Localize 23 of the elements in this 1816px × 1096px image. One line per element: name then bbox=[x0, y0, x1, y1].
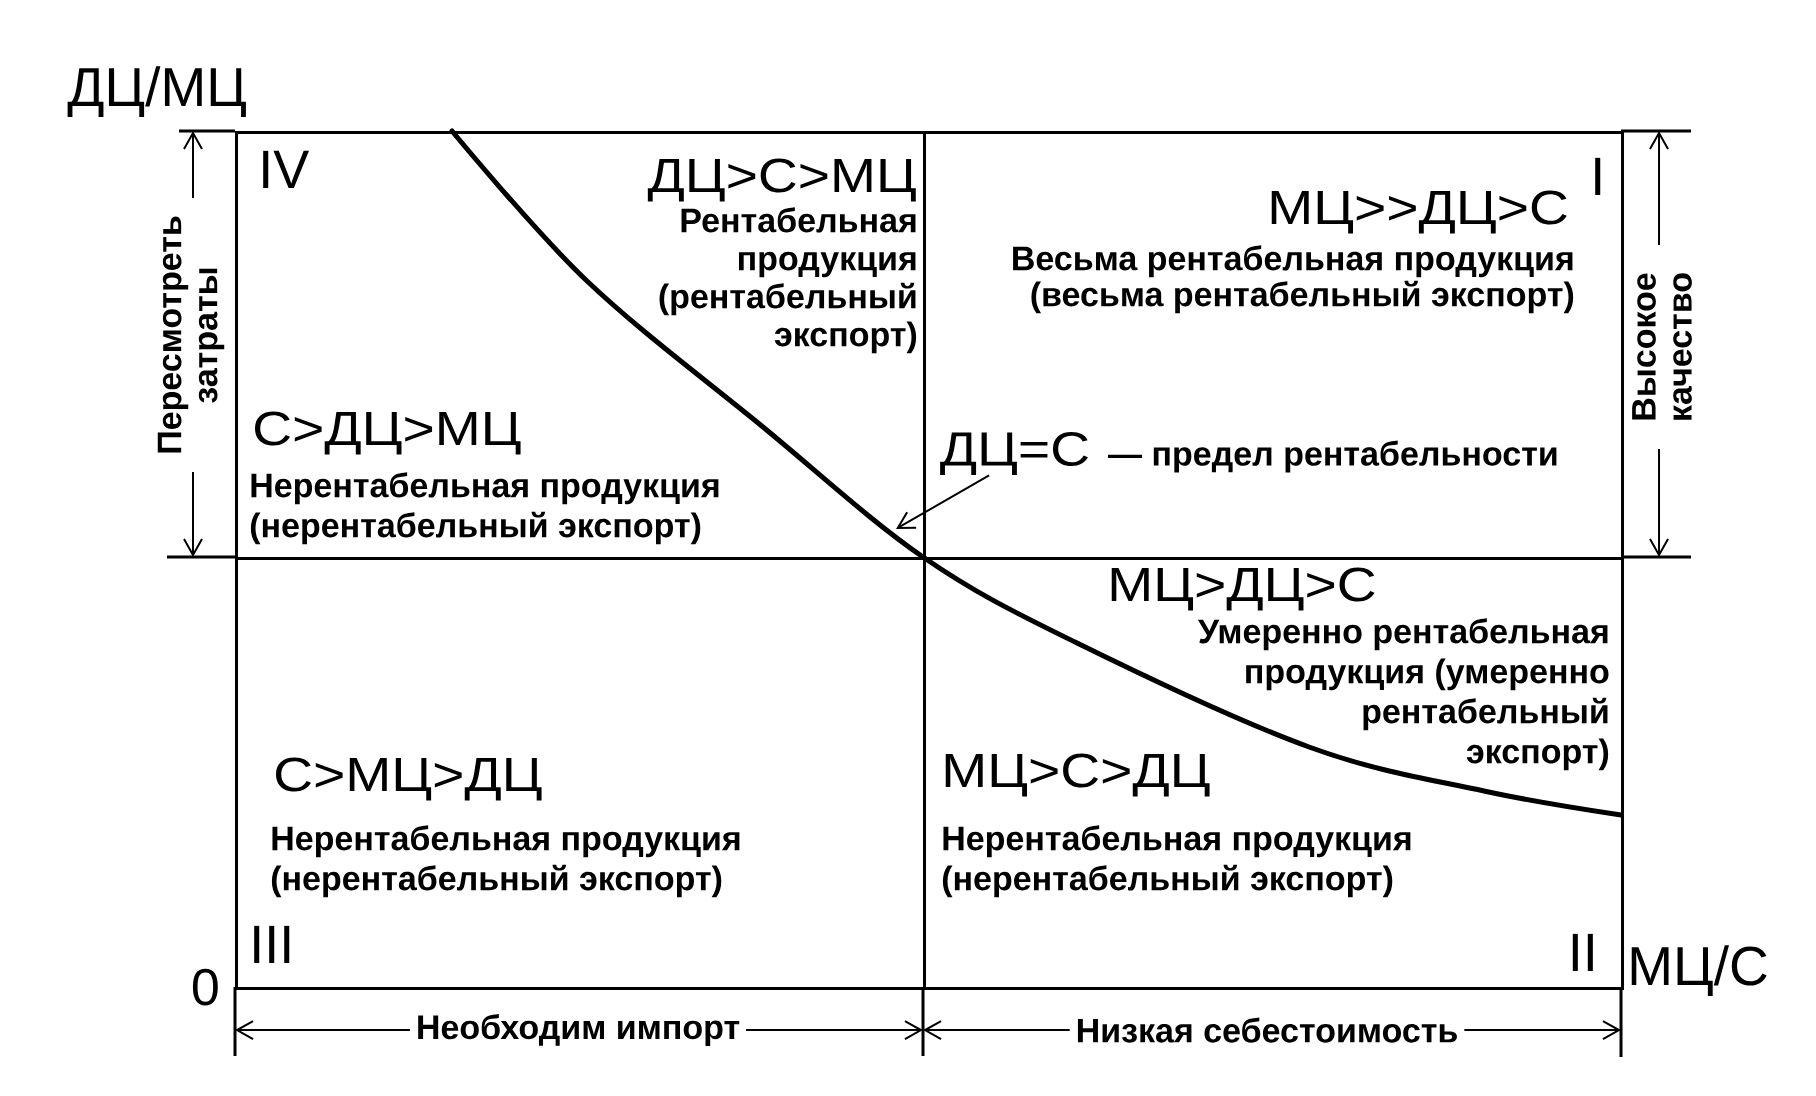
inequality-label: С>МЦ>ДЦ bbox=[276, 757, 542, 801]
quadrant-numeral: IV bbox=[263, 150, 309, 188]
inequality-label: МЦ>>ДЦ>С bbox=[1271, 190, 1567, 234]
inequality-label: МЦ>ДЦ>С bbox=[1111, 567, 1375, 611]
leader-arrow bbox=[896, 474, 991, 529]
description-text: Нерентабельная продукция (нерентабельный экспорт) bbox=[271, 825, 740, 898]
quadrant-numeral: I bbox=[1595, 157, 1601, 195]
description-text: Нерентабельная продукция (нерентабельный экспорт) bbox=[942, 825, 1411, 898]
quadrant-numeral: II bbox=[1572, 933, 1593, 971]
origin-label: 0 bbox=[192, 968, 218, 1006]
description-text: Нерентабельная продукция (нерентабельный экспорт) bbox=[250, 472, 719, 545]
description-text: Весьма рентабельная продукция (весьма рентабельный экспорт) bbox=[1013, 245, 1574, 314]
axis-label: ДЦ/МЦ bbox=[67, 66, 246, 117]
dimension-label: Необходим импорт bbox=[409, 1008, 747, 1052]
inequality-label: С>ДЦ>МЦ bbox=[255, 411, 521, 455]
description-text: — предел рентабельности bbox=[1108, 440, 1557, 473]
description-text: Рентабельная продукция (рентабельный экспорт) bbox=[659, 207, 917, 354]
dimension-label: Высокое качество bbox=[1630, 245, 1694, 449]
inequality-label: ДЦ>С>МЦ bbox=[647, 158, 916, 202]
inequality-label: ДЦ=С bbox=[940, 432, 1088, 476]
dimension-label: Низкая себестоимость bbox=[1069, 1011, 1465, 1049]
quadrant-numeral: III bbox=[254, 925, 290, 963]
dimension-label: Пересмотреть затраты bbox=[155, 198, 227, 472]
